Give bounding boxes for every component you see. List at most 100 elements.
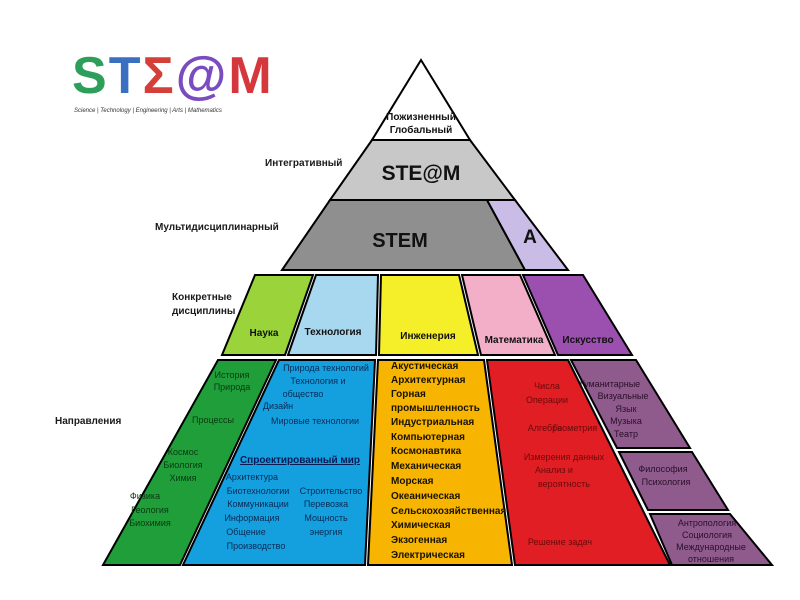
direction-technology-block xyxy=(181,359,377,566)
discipline-engineering-block xyxy=(377,274,480,356)
tech-col1-architecture: Архитектура xyxy=(226,472,278,482)
eng-dir-2: Горная xyxy=(391,389,426,400)
math-dir-operations: Операции xyxy=(526,395,568,405)
math-dir-data: Измерения данных xyxy=(524,452,605,462)
tech-col2-energy: энергия xyxy=(310,527,343,537)
science-dir-space: Космос xyxy=(168,447,199,457)
discipline-math: Математика xyxy=(485,335,544,346)
logo-letter-t: T xyxy=(108,47,143,105)
label-integrative: Интегративный xyxy=(265,158,343,169)
logo-letter-e: Σ xyxy=(142,47,176,105)
direction-arts-block-3 xyxy=(648,513,775,566)
math-dir-geometry: Геометрия xyxy=(553,423,597,433)
label-directions: Направления xyxy=(55,416,122,427)
apex-line-2: Глобальный xyxy=(390,124,452,136)
science-dir-chemistry: Химия xyxy=(169,473,196,483)
tech-dir-design: Дизайн xyxy=(263,401,293,411)
math-dir-algebra: Алгебра xyxy=(528,423,562,433)
science-dir-nature: Природа xyxy=(214,382,251,392)
science-dir-history: История xyxy=(215,370,250,380)
tech-dir-nature: Природа технологий xyxy=(283,363,369,373)
tech-dir-society: общество xyxy=(283,389,324,399)
tech-col1-information: Информация xyxy=(224,513,279,523)
tech-col1-communications: Коммуникации xyxy=(227,499,289,509)
math-dir-analysis: Анализ и xyxy=(535,465,573,475)
logo-letter-a: @ xyxy=(175,47,229,105)
label-concrete-1: Конкретные xyxy=(172,292,232,303)
eng-dir-12: Экзогенная xyxy=(391,535,447,546)
tech-col1-communication: Общение xyxy=(226,527,265,537)
tech-col1-biotech: Биотехнологии xyxy=(227,486,290,496)
tech-dir-tech-and: Технология и xyxy=(290,376,345,386)
science-directions: История Природа Процессы Космос Биология… xyxy=(129,370,250,528)
eng-dir-4: Индустриальная xyxy=(391,417,474,428)
eng-dir-6: Космонавтика xyxy=(391,446,462,457)
discipline-math-block xyxy=(460,274,557,356)
eng-dir-8: Морская xyxy=(391,476,434,487)
apex-line-1: Пожизненный xyxy=(386,112,456,123)
tech-col1-production: Производство xyxy=(227,541,286,551)
eng-dir-11: Химическая xyxy=(391,520,451,531)
eng-dir-0: Акустическая xyxy=(391,361,459,372)
arts-dir-international: Международные xyxy=(676,542,746,552)
label-concrete-2: дисциплины xyxy=(172,306,236,317)
eng-dir-10: Сельскохозяйственная xyxy=(391,506,506,517)
discipline-technology: Технология xyxy=(305,327,362,338)
discipline-arts: Искусство xyxy=(562,335,613,346)
discipline-science-block xyxy=(220,274,315,356)
logo-letters: STΣ@M xyxy=(72,46,274,106)
direction-arts-block-2 xyxy=(617,451,730,511)
logo-letter-m: M xyxy=(228,47,274,105)
science-dir-biochemistry: Биохимия xyxy=(129,518,171,528)
arts-dir-philosophy: Философия xyxy=(638,464,687,474)
label-multidisciplinary: Мультидисциплинарный xyxy=(155,222,279,233)
direction-arts-block-1 xyxy=(569,359,692,449)
steam-logo: STΣ@M Science | Technology | Engineering… xyxy=(72,46,272,126)
eng-dir-9: Океаническая xyxy=(391,491,460,502)
math-dir-probability: вероятность xyxy=(538,479,590,489)
arts-dir-visual: Визуальные xyxy=(598,391,649,401)
eng-dir-1: Архитектурная xyxy=(391,375,466,386)
tech-col2-transport: Перевозка xyxy=(304,499,348,509)
eng-dir-7: Механическая xyxy=(391,461,461,472)
discipline-technology-block xyxy=(286,274,380,356)
tier-a-label: A xyxy=(523,227,537,248)
science-dir-physics: Физика xyxy=(130,491,160,501)
arts-dir-language: Язык xyxy=(615,404,636,414)
discipline-arts-block xyxy=(521,274,634,356)
logo-letter-s: S xyxy=(72,47,109,105)
arts-dir-humanities: Гуманитарные xyxy=(580,379,640,389)
eng-dir-13: Электрическая xyxy=(391,550,465,561)
science-dir-geology: Геология xyxy=(131,505,169,515)
math-dir-problems: Решение задач xyxy=(528,537,593,547)
tech-col2-power: Мощность xyxy=(304,513,348,523)
arts-dir-relations: отношения xyxy=(688,554,734,564)
arts-dir-anthropology: Антропология xyxy=(678,518,736,528)
tech-dir-engineered-world: Спроектированный мир xyxy=(240,455,360,466)
science-dir-processes: Процессы xyxy=(192,415,234,425)
tier-stem-label: STEM xyxy=(372,230,428,252)
tier-steam-label: STE@M xyxy=(382,162,461,185)
math-dir-numbers: Числа xyxy=(534,381,560,391)
science-dir-biology: Биология xyxy=(163,460,202,470)
technology-directions: Природа технологий Технология и общество… xyxy=(224,363,368,551)
eng-dir-3: промышленность xyxy=(391,403,480,414)
logo-tagline: Science | Technology | Engineering | Art… xyxy=(74,108,222,114)
direction-math-block xyxy=(485,359,672,566)
arts-dir-music: Музыка xyxy=(610,416,642,426)
arts-dir-theatre: Театр xyxy=(614,429,638,439)
tech-dir-world: Мировые технологии xyxy=(271,416,359,426)
tech-col2-construction: Строительство xyxy=(300,486,363,496)
discipline-science: Наука xyxy=(250,328,279,339)
discipline-engineering: Инженерия xyxy=(400,331,456,342)
direction-science-block xyxy=(101,359,278,566)
arts-dir-psychology: Психология xyxy=(642,477,691,487)
arts-directions: Гуманитарные Визуальные Язык Музыка Теат… xyxy=(580,379,746,564)
tier-a xyxy=(485,199,571,271)
direction-engineering-block xyxy=(366,359,514,566)
engineering-directions: Акустическая Архитектурная Горная промыш… xyxy=(391,361,506,561)
arts-dir-sociology: Социология xyxy=(682,530,732,540)
eng-dir-5: Компьютерная xyxy=(391,432,465,443)
math-directions: Числа Операции Алгебра Геометрия Измерен… xyxy=(524,381,605,547)
